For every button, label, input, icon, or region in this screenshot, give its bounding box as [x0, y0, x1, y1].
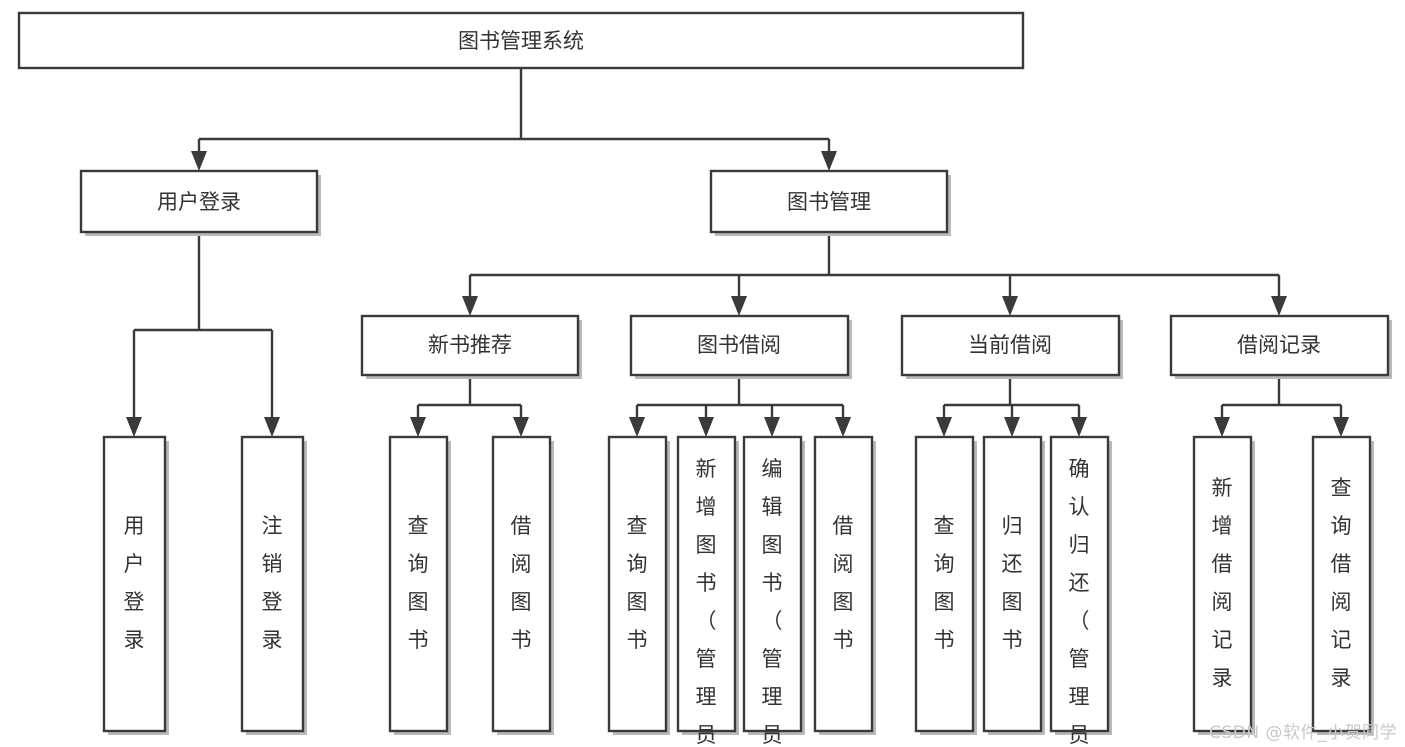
leaf-label-confirm-return-admin: 确认归还（管理员）	[1069, 457, 1090, 747]
node-box	[629, 314, 850, 377]
arrow-icon-new-book	[462, 296, 478, 316]
node-label-new-book-recommend: 新书推荐	[428, 333, 512, 357]
leaf-node-logout[interactable]: 注销登录	[240, 435, 307, 735]
leaf-label-logout: 注销登录	[262, 514, 283, 652]
csdn-watermark: CSDN @软件_小贺同学	[1209, 723, 1397, 743]
arrow-icon-book-borrow-leaf-2	[698, 417, 714, 437]
arrow-icon-borrow-record-leaf-1	[1214, 417, 1230, 437]
node-user-login[interactable]: 用户登录	[79, 169, 321, 236]
node-current-borrow[interactable]: 当前借阅	[900, 314, 1123, 379]
node-root-system[interactable]: 图书管理系统	[17, 11, 1025, 70]
node-box	[742, 435, 803, 733]
node-box	[900, 314, 1121, 377]
leaf-label-edit-book-admin: 编辑图书（管理员）	[762, 457, 783, 747]
node-box	[102, 435, 167, 733]
arrow-icon-current-borrow-leaf-2	[1004, 417, 1020, 437]
node-box	[607, 435, 668, 733]
leaf-label-new-book-borrow: 借阅图书	[511, 514, 532, 652]
leaf-node-borrow-query-book[interactable]: 查询图书	[607, 435, 670, 735]
node-box	[388, 435, 449, 733]
node-box	[360, 314, 580, 377]
node-label-root: 图书管理系统	[458, 29, 584, 53]
node-box	[709, 169, 949, 234]
leaf-label-query-borrow-record: 查询借阅记录	[1331, 476, 1352, 690]
arrow-icon-current-borrow	[1002, 296, 1018, 316]
node-label-current-borrow: 当前借阅	[968, 333, 1052, 357]
arrow-icon-book-borrow-leaf-1	[629, 417, 645, 437]
node-label-user-login: 用户登录	[157, 190, 241, 214]
arrow-icon-book-borrow-leaf-3	[764, 417, 780, 437]
arrow-icon-new-book-leaf-1	[410, 417, 426, 437]
arrow-icon-book-borrow	[731, 296, 747, 316]
leaf-node-new-book-borrow[interactable]: 借阅图书	[491, 435, 554, 735]
node-book-borrow[interactable]: 图书借阅	[629, 314, 852, 379]
leaf-label-new-book-query: 查询图书	[408, 514, 429, 652]
leaf-node-user-login[interactable]: 用户登录	[102, 435, 169, 735]
leaf-node-edit-book-admin[interactable]: 编辑图书（管理员）	[742, 435, 805, 747]
leaf-node-query-borrow-record[interactable]: 查询借阅记录	[1311, 435, 1374, 735]
node-box	[914, 435, 975, 733]
leaf-node-borrow-book[interactable]: 借阅图书	[813, 435, 876, 735]
leaf-node-add-book-admin[interactable]: 新增图书（管理员）	[676, 435, 739, 747]
node-box	[17, 11, 1025, 70]
leaf-node-return-book[interactable]: 归还图书	[982, 435, 1045, 735]
node-label-book-borrow: 图书借阅	[697, 333, 781, 357]
node-box	[1049, 435, 1110, 733]
leaf-label-user-login: 用户登录	[124, 514, 145, 652]
arrow-icon-new-book-leaf-2	[513, 417, 529, 437]
leaf-label-borrow-query-book: 查询图书	[627, 514, 648, 652]
node-label-borrow-record: 借阅记录	[1237, 333, 1321, 357]
leaf-node-add-borrow-record[interactable]: 新增借阅记录	[1192, 435, 1255, 735]
arrow-icon-user-login	[191, 151, 207, 171]
arrow-icon-book-borrow-leaf-4	[835, 417, 851, 437]
node-box	[1169, 314, 1390, 377]
arrow-icon-leaf-user-login	[126, 417, 142, 437]
node-box	[1311, 435, 1372, 733]
arrow-icon-book-manage	[821, 151, 837, 171]
leaf-label-add-borrow-record: 新增借阅记录	[1212, 476, 1233, 690]
leaf-node-new-book-query[interactable]: 查询图书	[388, 435, 451, 735]
node-box	[491, 435, 552, 733]
node-box	[813, 435, 874, 733]
node-new-book-recommend[interactable]: 新书推荐	[360, 314, 582, 379]
arrow-icon-leaf-logout	[264, 417, 280, 437]
node-book-manage[interactable]: 图书管理	[709, 169, 951, 236]
node-label-book-manage: 图书管理	[787, 190, 871, 214]
arrow-icon-borrow-record	[1271, 296, 1287, 316]
arrow-icon-borrow-record-leaf-2	[1333, 417, 1349, 437]
leaf-node-confirm-return-admin[interactable]: 确认归还（管理员）	[1049, 435, 1112, 747]
arrow-icon-current-borrow-leaf-1	[936, 417, 952, 437]
leaf-label-current-query-book: 查询图书	[934, 514, 955, 652]
leaf-label-return-book: 归还图书	[1002, 514, 1023, 652]
leaf-label-add-book-admin: 新增图书（管理员）	[696, 457, 717, 747]
leaf-node-current-query-book[interactable]: 查询图书	[914, 435, 977, 735]
node-borrow-record[interactable]: 借阅记录	[1169, 314, 1392, 379]
node-box	[676, 435, 737, 733]
node-box	[240, 435, 305, 733]
arrow-icon-current-borrow-leaf-3	[1071, 417, 1087, 437]
node-box	[1192, 435, 1253, 733]
leaf-label-borrow-book: 借阅图书	[833, 514, 854, 652]
node-box	[79, 169, 319, 234]
node-box	[982, 435, 1043, 733]
connector-layer	[126, 68, 1349, 437]
